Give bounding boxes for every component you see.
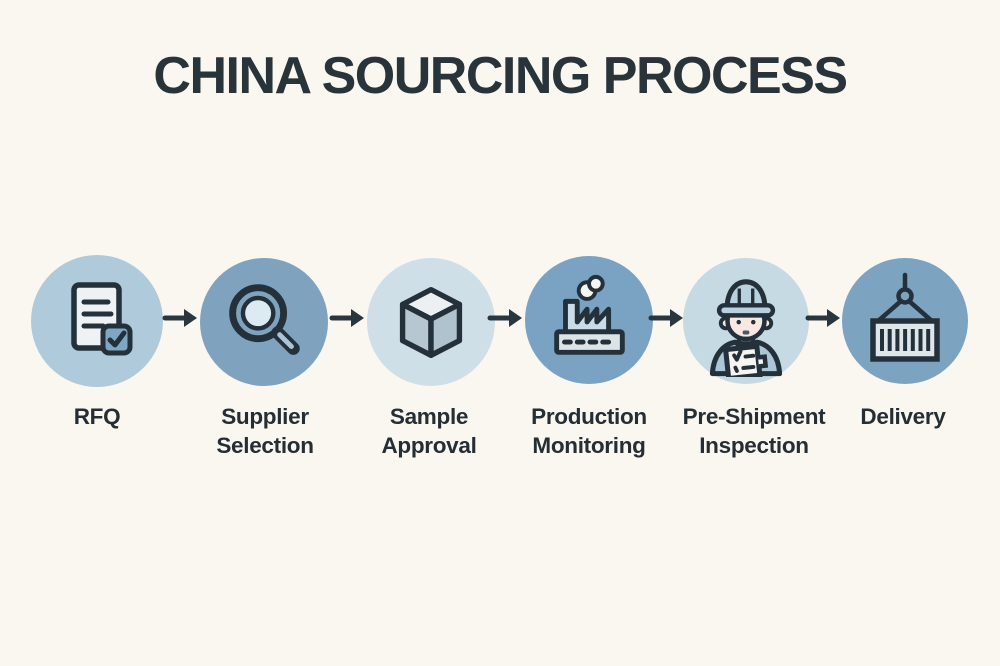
step-label-pre-shipment-inspection: Pre-Shipment Inspection: [682, 404, 826, 458]
step-circle-pre-shipment-inspection: [683, 258, 809, 384]
step-circle-supplier-selection: [200, 258, 328, 386]
inspector-icon: [709, 279, 783, 377]
step-label-production-monitoring: Production Monitoring: [531, 404, 647, 458]
container-crane-icon: [870, 272, 940, 362]
arrow-right-icon: [162, 309, 197, 327]
step-label-delivery: Delivery: [860, 404, 946, 429]
cube-icon: [399, 286, 463, 359]
arrow-right-icon: [648, 309, 683, 327]
document-check-icon: [71, 282, 133, 356]
arrow-right-icon: [805, 309, 840, 327]
step-circle-production-monitoring: [525, 256, 653, 384]
step-circle-delivery: [842, 258, 968, 384]
factory-icon: [554, 274, 625, 355]
arrow-right-icon: [487, 309, 522, 327]
step-circle-sample-approval: [367, 258, 495, 386]
magnifier-icon: [229, 284, 300, 355]
step-label-supplier-selection: Supplier Selection: [216, 404, 314, 458]
step-label-rfq: RFQ: [73, 404, 121, 429]
step-circle-rfq: [31, 255, 163, 387]
arrow-right-icon: [329, 309, 364, 327]
step-label-sample-approval: Sample Approval: [381, 404, 477, 458]
page-title: CHINA SOURCING PROCESS: [153, 47, 848, 105]
